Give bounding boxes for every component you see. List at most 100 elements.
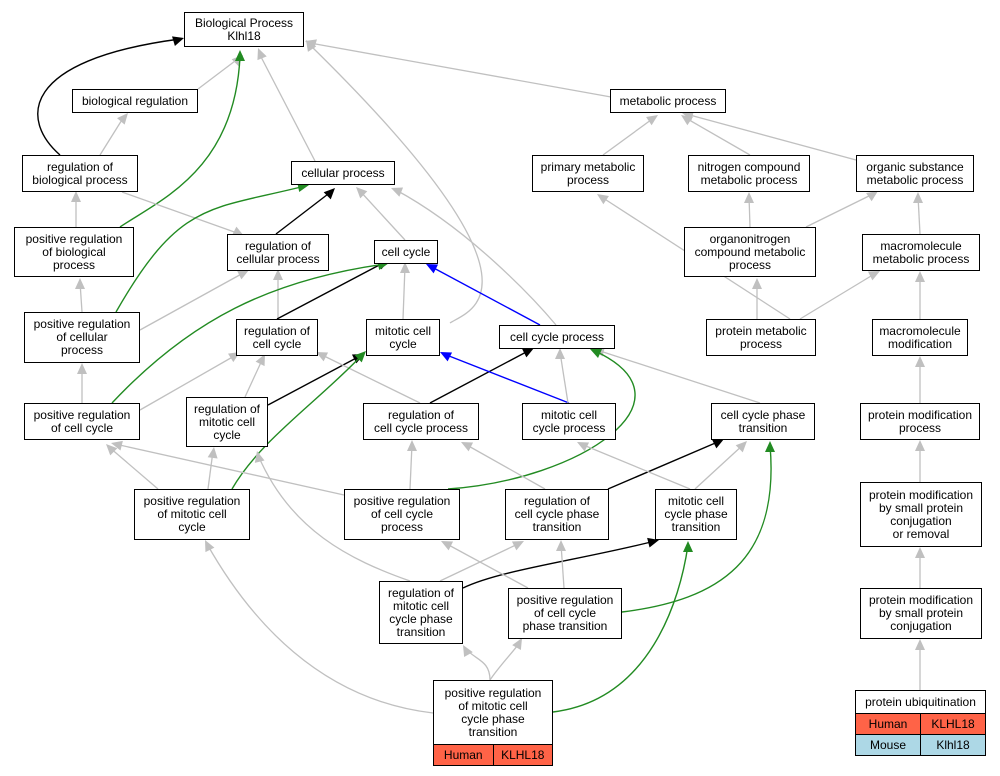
edge-green-58 xyxy=(621,444,772,613)
edge-black-22 xyxy=(267,355,361,406)
arrowhead-gray-44 xyxy=(207,447,218,459)
edge-gray-1 xyxy=(309,44,483,324)
arrowhead-gray-60 xyxy=(512,638,522,651)
edge-gray-10 xyxy=(359,190,406,241)
node-biological-regulation[interactable]: biological regulation xyxy=(72,89,198,113)
arrowhead-black-49 xyxy=(711,439,724,449)
node-protein-modification-process[interactable]: protein modification process xyxy=(860,403,980,440)
arrowhead-blue-26 xyxy=(440,352,453,362)
edge-gray-17 xyxy=(402,265,406,320)
node-mitotic-cell-cycle[interactable]: mitotic cell cycle xyxy=(366,319,440,356)
arrowhead-blue-18 xyxy=(426,264,439,274)
node-positive-regulation-of-cell-cycle-phase-transition[interactable]: positive regulation of cell cycle phase … xyxy=(508,588,622,639)
node-regulation-of-cellular-process[interactable]: regulation of cellular process xyxy=(227,234,329,271)
arrowhead-gray-13 xyxy=(75,278,85,289)
arrowhead-gray-17 xyxy=(400,262,410,273)
edge-blue-26 xyxy=(443,353,570,404)
node-cell-cycle-phase-transition[interactable]: cell cycle phase transition xyxy=(711,403,815,440)
edge-gray-57 xyxy=(560,543,565,589)
arrowhead-gray-59 xyxy=(463,645,473,658)
node-nitrogen-compound-metabolic-process[interactable]: nitrogen compound metabolic process xyxy=(688,155,810,192)
arrowhead-gray-15 xyxy=(273,269,283,280)
arrowhead-green-43 xyxy=(354,351,366,363)
node-regulation-of-mitotic-cell-cycle[interactable]: regulation of mitotic cell cycle xyxy=(186,397,268,447)
edge-gray-47 xyxy=(409,443,413,490)
edge-gray-27 xyxy=(559,351,569,404)
node-protein-metabolic-process[interactable]: protein metabolic process xyxy=(706,319,816,356)
arrowhead-gray-38 xyxy=(744,192,754,203)
node-positive-regulation-of-biological-process[interactable]: positive regulation of biological proces… xyxy=(14,227,134,277)
edge-black-3 xyxy=(37,38,181,156)
node-positive-regulation-of-cellular-process[interactable]: positive regulation of cellular process xyxy=(24,312,140,363)
edge-gray-7 xyxy=(121,191,241,235)
edge-green-12 xyxy=(115,185,306,313)
edge-black-9 xyxy=(275,190,333,235)
arrowhead-gray-53 xyxy=(254,451,265,463)
arrowhead-gray-29 xyxy=(597,194,609,205)
edge-black-25 xyxy=(429,349,531,404)
arrowhead-gray-14 xyxy=(236,270,249,280)
edge-gray-24 xyxy=(319,353,421,404)
species-label: Mouse xyxy=(869,738,907,752)
node-organonitrogen-compound-metabolic-process[interactable]: organonitrogen compound metabolic proces… xyxy=(684,227,816,277)
node-mitotic-cell-cycle-process[interactable]: mitotic cell cycle process xyxy=(522,403,616,440)
node-protein-ubiquitination[interactable]: protein ubiquitination Human KLHL18 Mous… xyxy=(855,690,986,756)
arrowhead-gray-23 xyxy=(255,354,265,367)
node-cell-cycle[interactable]: cell cycle xyxy=(374,240,438,264)
edge-gray-52 xyxy=(580,443,691,490)
edge-gray-56 xyxy=(444,542,529,589)
node-mitotic-cell-cycle-phase-transition[interactable]: mitotic cell cycle phase transition xyxy=(655,489,737,540)
table-title: positive regulation of mitotic cell cycl… xyxy=(444,685,542,739)
arrowhead-gray-11 xyxy=(391,187,404,197)
edge-gray-40 xyxy=(602,116,656,156)
edge-gray-28 xyxy=(596,349,761,404)
arrowhead-gray-36 xyxy=(915,639,925,650)
node-regulation-of-cell-cycle-phase-transition[interactable]: regulation of cell cycle phase transitio… xyxy=(505,489,609,540)
arrowhead-green-5 xyxy=(235,50,245,61)
gene-label: KLHL18 xyxy=(920,714,985,734)
arrowhead-gray-10 xyxy=(356,187,368,199)
node-macromolecule-modification[interactable]: macromolecule modification xyxy=(872,319,968,356)
arrowhead-gray-6 xyxy=(71,191,81,202)
node-positive-regulation-of-cell-cycle[interactable]: positive regulation of cell cycle xyxy=(24,403,140,440)
arrowhead-gray-33 xyxy=(915,356,925,367)
node-cell-cycle-process[interactable]: cell cycle process xyxy=(499,325,615,349)
edge-green-43 xyxy=(231,353,364,490)
arrowhead-gray-42 xyxy=(682,110,694,121)
node-biological-process[interactable]: Biological Process Klhl18 xyxy=(184,12,304,47)
edge-black-16 xyxy=(276,261,386,320)
edge-gray-14 xyxy=(139,271,246,331)
node-regulation-of-cell-cycle-process[interactable]: regulation of cell cycle process xyxy=(363,403,479,440)
arrowhead-black-25 xyxy=(521,348,534,358)
edge-blue-18 xyxy=(429,265,541,326)
node-macromolecule-metabolic-process[interactable]: macromolecule metabolic process xyxy=(862,234,980,271)
species-row-human: Human KLHL18 xyxy=(856,713,985,734)
table-title: protein ubiquitination xyxy=(865,694,976,709)
node-metabolic-process[interactable]: metabolic process xyxy=(610,89,726,113)
node-regulation-of-mitotic-cell-cycle-phase-transition[interactable]: regulation of mitotic cell cycle phase t… xyxy=(379,581,463,644)
node-protein-modification-by-small-protein-conjugation[interactable]: protein modification by small protein co… xyxy=(860,588,982,639)
node-positive-regulation-of-mitotic-cell-cycle[interactable]: positive regulation of mitotic cell cycl… xyxy=(134,489,250,540)
arrowhead-gray-46 xyxy=(111,440,123,451)
node-positive-regulation-of-mitotic-cell-cycle-phase-transition[interactable]: positive regulation of mitotic cell cycl… xyxy=(433,680,553,766)
node-protein-modification-by-small-protein-conjugation-or-removal[interactable]: protein modification by small protein co… xyxy=(860,482,982,547)
edge-gray-8 xyxy=(258,52,316,162)
edge-gray-50 xyxy=(464,443,546,490)
arrowhead-gray-52 xyxy=(577,442,590,452)
arrowhead-black-3 xyxy=(172,36,184,46)
node-organic-substance-metabolic-process[interactable]: organic substance metabolic process xyxy=(856,155,974,192)
node-cellular-process[interactable]: cellular process xyxy=(291,161,395,185)
arrowhead-gray-31 xyxy=(867,271,880,281)
node-positive-regulation-of-cell-cycle-process[interactable]: positive regulation of cell cycle proces… xyxy=(344,489,460,540)
edge-gray-23 xyxy=(244,357,264,398)
species-label: Human xyxy=(868,717,908,731)
edge-gray-42 xyxy=(685,113,857,161)
node-regulation-of-biological-process[interactable]: regulation of biological process xyxy=(22,155,138,192)
edge-gray-60 xyxy=(489,641,521,681)
arrowhead-gray-19 xyxy=(77,363,87,374)
node-primary-metabolic-process[interactable]: primary metabolic process xyxy=(532,155,644,192)
arrowhead-black-9 xyxy=(323,188,335,200)
node-regulation-of-cell-cycle[interactable]: regulation of cell cycle xyxy=(236,319,318,356)
